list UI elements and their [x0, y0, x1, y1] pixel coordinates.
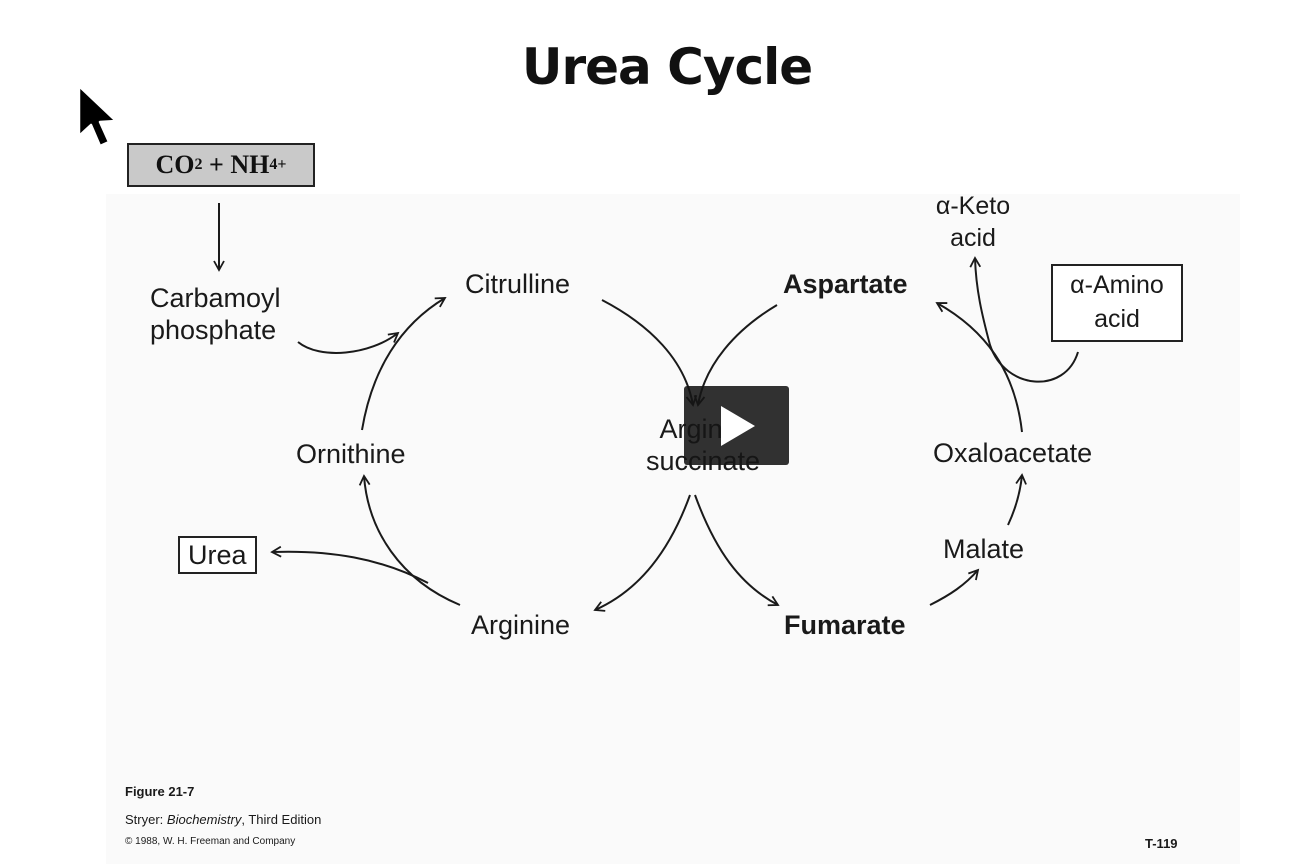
aspartate-label: Aspartate: [783, 269, 908, 299]
page-title: Urea Cycle: [521, 38, 813, 96]
source-citation: Stryer: Biochemistry, Third Edition: [125, 812, 321, 827]
source-edition: , Third Edition: [241, 812, 322, 827]
arrow-ornithine-to-citrulline: [361, 297, 447, 431]
alpha-keto-acid-label: α-Keto acid: [918, 190, 1028, 254]
figure-number: Figure 21-7: [125, 784, 195, 799]
nh4-superscript: +: [277, 156, 287, 173]
copyright: © 1988, W. H. Freeman and Company: [125, 836, 296, 847]
carbamoyl-line-1: Carbamoyl: [150, 283, 281, 313]
urea-box: Urea: [178, 536, 257, 574]
keto-acid-line-2: acid: [950, 224, 996, 252]
carbamoyl-phosphate-label: Carbamoyl phosphate: [150, 282, 281, 346]
play-icon: [721, 406, 755, 446]
arrow-carbamoyl-to-cycle: [297, 331, 400, 354]
arginine-label: Arginine: [471, 610, 571, 640]
oxaloacetate-label: Oxaloacetate: [933, 438, 1093, 468]
ornithine-label: Ornithine: [296, 439, 406, 469]
source-book: Biochemistry: [166, 812, 242, 827]
arrow-amino-to-keto-acid: [969, 256, 1079, 383]
amino-acid-line-2: acid: [1094, 305, 1140, 333]
malate-label: Malate: [943, 534, 1025, 564]
carbamoyl-line-2: phosphate: [150, 315, 277, 345]
co2-subscript: 2: [194, 156, 203, 173]
arrow-citrulline-to-argininosuccinate: [601, 299, 698, 407]
nh4-subscript: 4: [269, 156, 278, 173]
arrow-malate-to-oxaloacetate: [1007, 473, 1027, 526]
mouse-cursor-icon: [77, 84, 118, 148]
citrulline-label: Citrulline: [465, 269, 571, 299]
arrow-argininosuccinate-to-arginine: [593, 494, 691, 612]
plus-nh-label: + NH: [202, 150, 270, 179]
keto-acid-line-1: α-Keto: [935, 192, 1011, 220]
alpha-amino-acid-box: α-Amino acid: [1051, 264, 1183, 342]
amino-acid-line-1: α-Amino: [1070, 271, 1164, 299]
arrow-arginine-to-ornithine: [358, 474, 461, 606]
page-code: T-119: [1145, 836, 1178, 851]
arrow-oxaloacetate-to-aspartate: [935, 302, 1023, 433]
source-author: Stryer:: [125, 812, 167, 827]
arrow-argininosuccinate-to-fumarate: [694, 494, 780, 607]
co2-label: CO: [155, 150, 195, 179]
fumarate-label: Fumarate: [784, 610, 906, 640]
arrow-arginine-to-urea: [270, 545, 429, 584]
video-play-button[interactable]: [684, 386, 789, 465]
arrow-fumarate-to-malate: [929, 568, 980, 606]
